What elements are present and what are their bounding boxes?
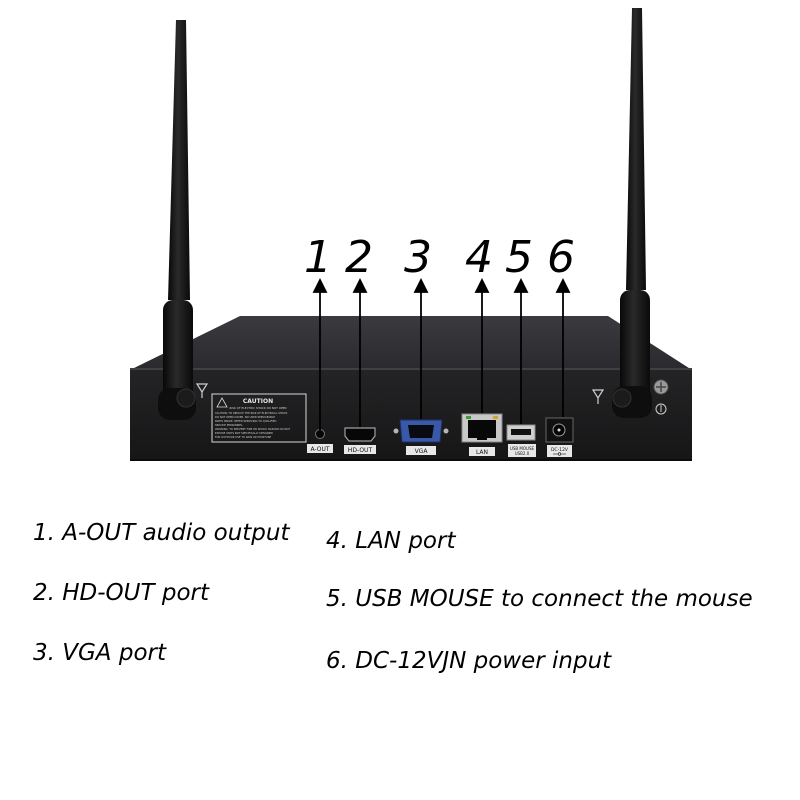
callout-number-3: 3 [404, 232, 432, 283]
caution-title: CAUTION [243, 398, 273, 405]
callout-number-2: 2 [345, 232, 373, 283]
wifi-symbol-left [195, 383, 209, 398]
callout-number-4: 4 [465, 232, 493, 283]
callout-arrows [312, 277, 571, 430]
caution-risk-line: RISK OF ELECTRIC SHOCK DO NOT OPEN [230, 406, 287, 410]
dc-label: DC-12V [551, 447, 569, 453]
hd-out-label: HD-OUT [348, 447, 373, 454]
left-antenna [158, 20, 196, 420]
polarity-symbol [553, 452, 566, 456]
a-out-port: A-OUT [307, 429, 333, 453]
right-antenna [612, 8, 652, 418]
caution-body-line: PARTS INSIDE. REFER SERVICING TO QUALIFI… [215, 419, 277, 423]
caution-body-line: SERVICE PERSONNEL. [215, 423, 243, 427]
caution-body-line: WARNING: TO PREVENT FIRE OR SHOCK HAZARD… [215, 427, 290, 431]
lan-label: LAN [476, 449, 488, 456]
wifi-symbol-right [591, 389, 605, 404]
usb-port: USB MOUSE USB2.0 [506, 424, 536, 457]
legend-item-vga: 3. VGA port [33, 640, 167, 666]
vga-label: VGA [415, 448, 429, 455]
caution-body: CAUTION: TO REDUCE THE RISK OF ELECTRICA… [215, 411, 290, 439]
a-out-label: A-OUT [310, 446, 329, 453]
hd-out-port: HD-OUT [344, 427, 376, 454]
caution-body-line: CAUTION: TO REDUCE THE RISK OF ELECTRICA… [215, 411, 288, 415]
vga-port: VGA [393, 419, 449, 455]
callout-number-6: 6 [547, 232, 575, 283]
legend-item-dc-power: 6. DC-12VJN power input [326, 648, 612, 674]
device-top-surface [130, 316, 692, 370]
callout-number-1: 1 [304, 232, 332, 283]
dc-power-port: DC-12V [545, 417, 574, 457]
legend-item-usb-mouse: 5. USB MOUSE to connect the mouse [326, 586, 753, 612]
device-rear-panel [130, 368, 692, 460]
ground-screw [653, 379, 669, 415]
caution-body-line: EXPOSE UNITS NOT SPECIFICALLY DESIGNED [215, 431, 273, 435]
usb-label: USB MOUSE [510, 446, 535, 451]
caution-body-line: DO NOT OPEN COVER. NO USER SERVICEABLE [215, 415, 275, 419]
caution-body-line: FOR OUTDOOR USE TO RAIN OR MOISTURE [215, 435, 271, 439]
caution-label: CAUTION RISK OF ELECTRIC SHOCK DO NOT OP… [211, 393, 307, 443]
nvr-device-illustration: CAUTION RISK OF ELECTRIC SHOCK DO NOT OP… [130, 8, 692, 461]
lan-port: LAN [461, 413, 503, 456]
legend-item-a-out: 1. A-OUT audio output [33, 520, 290, 546]
legend-item-hd-out: 2. HD-OUT port [33, 580, 210, 606]
legend-item-lan: 4. LAN port [326, 528, 456, 554]
usb-sub-label: USB2.0 [515, 451, 530, 456]
callout-number-5: 5 [505, 232, 533, 283]
